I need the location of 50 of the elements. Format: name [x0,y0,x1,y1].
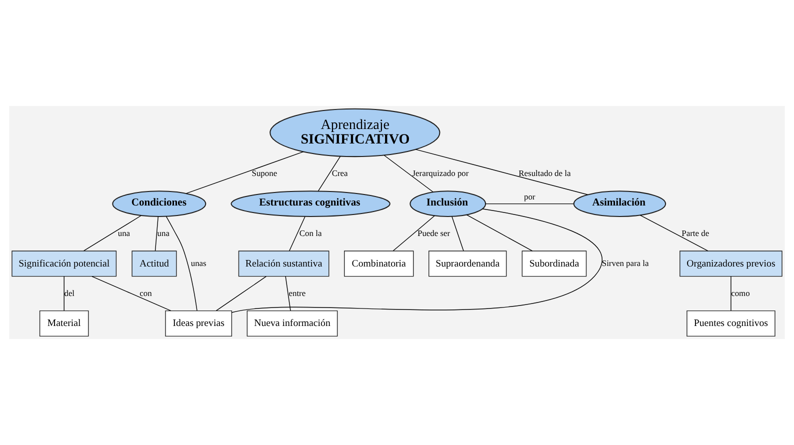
node-ellipse: Inclusión [410,190,486,217]
node-ellipse: Aprendizaje SIGNIFICATIVO [270,108,440,158]
connector [415,149,588,195]
connector [83,215,142,252]
node-box: Nueva información [246,310,338,337]
connector [216,276,266,312]
node-ellipse: Estructuras cognitivas [230,190,390,217]
edge-label: Supone [252,168,278,178]
node-ellipse: Asimilación [573,190,666,217]
node-box: Ideas previas [165,310,232,337]
connector [384,154,434,192]
node-box: Supraordenanda [428,250,507,277]
edge-label: Resultado de la [518,168,571,178]
edge-label: como [731,288,750,298]
connector [318,156,341,192]
edge-label: entre [288,288,306,298]
node-ellipse: Condiciones [112,190,206,217]
node-box: Combinatoria [344,250,414,277]
node-box: Organizadores previos [680,250,782,277]
connector [466,214,533,252]
node-box: Subordinada [522,250,587,277]
edge-label: Jerarquizado por [412,168,469,178]
connector [92,276,172,312]
connector [485,203,574,204]
node-box: Puentes cognitivos [686,310,776,337]
node-box: Actitud [132,250,177,277]
edge-label: unas [190,258,206,268]
node-box: Significación potencial [12,250,117,277]
edge-label: Puede ser [418,228,450,238]
connector [640,214,708,252]
connector [285,276,291,312]
edge-label: del [64,288,75,298]
connector [452,216,464,252]
edge-label: una [157,228,170,238]
connector [166,216,198,311]
connector [392,215,435,252]
edge-label: Sirven para la [602,258,649,268]
connector [186,151,304,194]
connector [730,276,732,312]
connector [232,208,602,313]
edge-label: una [118,228,130,238]
edge-label: Crea [332,168,348,178]
edge-label: Con la [299,228,322,238]
edge-label: con [140,288,152,298]
connector [288,216,306,252]
edge-label: Parte de [682,228,710,238]
node-box: Relación sustantiva [238,250,330,277]
node-box: Material [39,310,89,337]
edge-label: por [524,191,536,202]
connector [154,216,158,252]
